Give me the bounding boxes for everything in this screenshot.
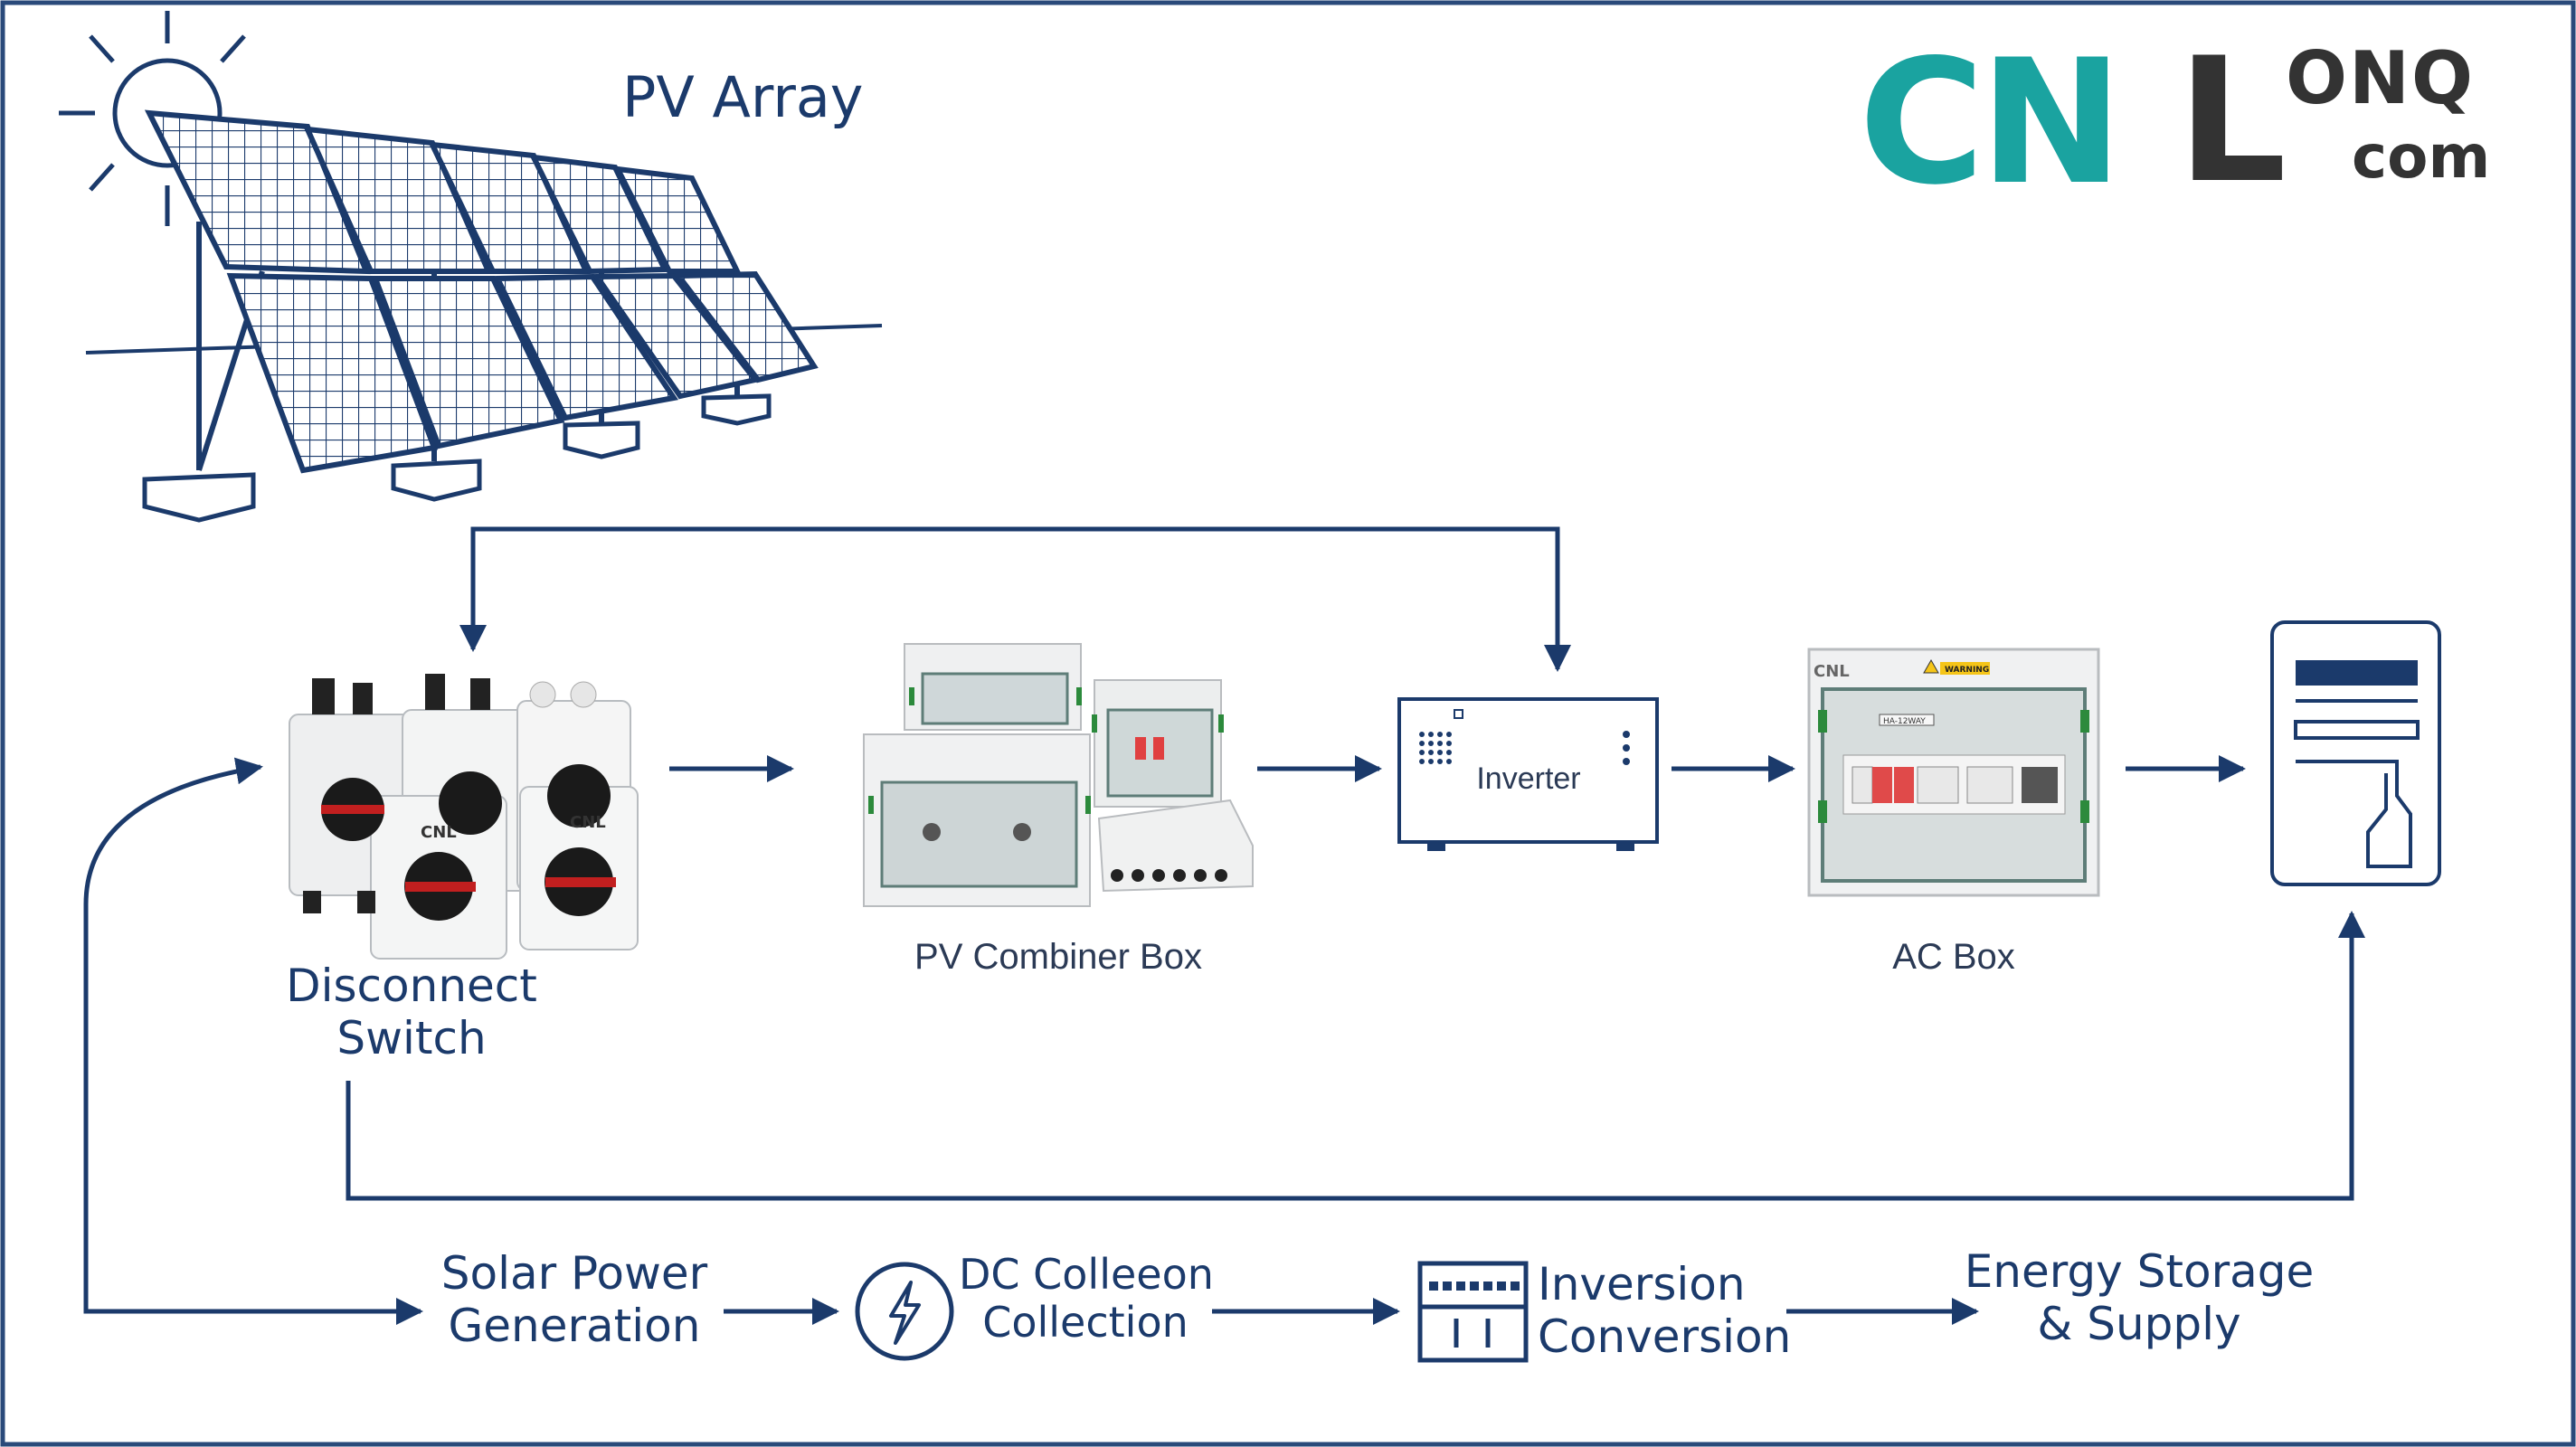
sun-icon bbox=[59, 11, 246, 226]
inverter-module-icon bbox=[1417, 1261, 1529, 1363]
process-dc-line1: DC Colleeon bbox=[959, 1250, 1214, 1299]
logo-onq: ONQ bbox=[2286, 36, 2475, 120]
process-storage-line2: & Supply bbox=[2037, 1297, 2241, 1350]
process-solar-line2: Generation bbox=[448, 1299, 701, 1352]
brand-logo: CN L ONQ com bbox=[1859, 21, 2528, 222]
combiner-box-illustration bbox=[863, 643, 1254, 907]
switch-brand-text-2: CNL bbox=[570, 813, 606, 832]
inverter-label: Inverter bbox=[1476, 761, 1581, 796]
process-dc-label: DC Colleeon Collection bbox=[959, 1250, 1214, 1347]
process-solar-line1: Solar Power bbox=[440, 1247, 708, 1300]
grid-panel-icon bbox=[2270, 620, 2441, 886]
process-solar-label: Solar Power Generation bbox=[425, 1247, 724, 1352]
lightning-icon bbox=[855, 1262, 954, 1361]
logo-com: com bbox=[2352, 122, 2491, 192]
inverter-box bbox=[1397, 697, 1659, 851]
logo-l: L bbox=[2177, 21, 2287, 221]
process-inversion-line2: Conversion bbox=[1538, 1310, 1792, 1363]
process-storage-label: Energy Storage & Supply bbox=[1954, 1245, 2325, 1350]
ac-box-illustration: HA-12WAY WARNING CNL bbox=[1807, 648, 2100, 897]
ac-box-warning: WARNING bbox=[1945, 666, 1989, 675]
pv-array-illustration bbox=[85, 109, 883, 523]
logo-cn: CN bbox=[1859, 23, 2123, 222]
disconnect-switch-label: Disconnect Switch bbox=[271, 960, 552, 1064]
disconnect-switch-label-line2: Switch bbox=[336, 1011, 487, 1064]
combiner-box-label: PV Combiner Box bbox=[914, 937, 1202, 977]
process-inversion-line1: Inversion bbox=[1538, 1258, 1746, 1310]
disconnect-switch-label-line1: Disconnect bbox=[286, 960, 537, 1012]
process-inversion-label: Inversion Conversion bbox=[1538, 1258, 1792, 1363]
ac-box-label: AC Box bbox=[1892, 937, 2015, 977]
ac-box-brand: CNL bbox=[1814, 662, 1850, 681]
disconnect-switch-illustration: CNL CNL bbox=[289, 674, 639, 960]
process-storage-line1: Energy Storage bbox=[1964, 1245, 2315, 1298]
switch-brand-text: CNL bbox=[421, 823, 457, 842]
ac-box-tag: HA-12WAY bbox=[1883, 717, 1926, 726]
process-dc-line2: Collection bbox=[982, 1297, 1189, 1347]
pv-array-title: PV Array bbox=[622, 64, 864, 130]
